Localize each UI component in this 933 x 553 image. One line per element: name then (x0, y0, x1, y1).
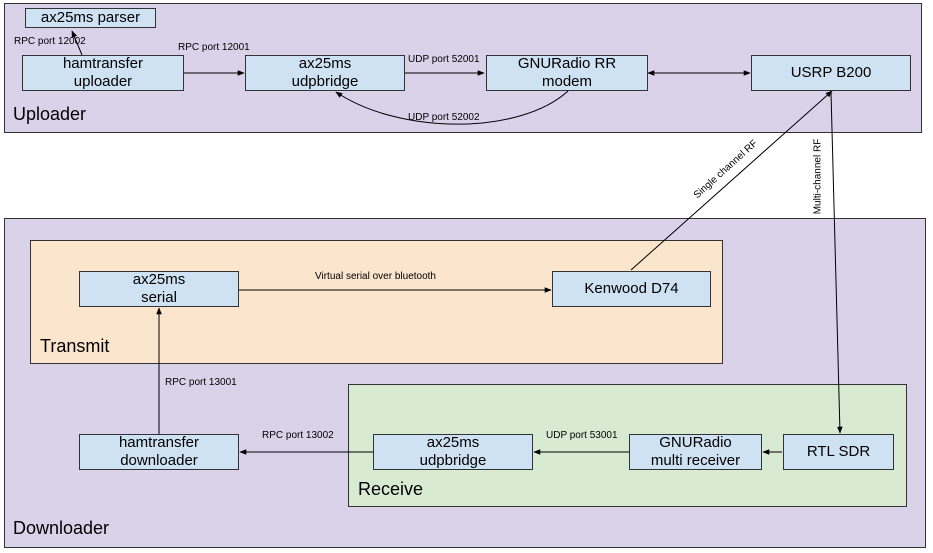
node-line: udpbridge (419, 452, 487, 469)
node-line: downloader (120, 452, 198, 469)
uploader-label: Uploader (13, 104, 87, 124)
edge-usrp-to-rtlsdr (830, 91, 843, 434)
edge-kenwood-to-usrp (630, 90, 833, 271)
udp-52001-label: UDP port 52001 (408, 54, 480, 65)
node-line: GNURadio RR (517, 55, 617, 72)
node-line: modem (541, 73, 593, 90)
downloader-label: Downloader (13, 518, 110, 538)
ax25ms-parser-text: ax25ms parser (40, 9, 141, 26)
usrp-b200-text: USRP B200 (790, 64, 872, 81)
hamtransfer-downloader-node: hamtransfer downloader (79, 434, 239, 470)
rtl-sdr-node: RTL SDR (783, 434, 894, 470)
ax25ms-udpbridge-down-node: ax25ms udpbridge (373, 434, 533, 470)
virtual-serial-label: Virtual serial over bluetooth (315, 271, 436, 282)
rpc-13002-label: RPC port 13002 (262, 430, 334, 441)
node-line: uploader (73, 73, 133, 90)
gnuradio-multi-receiver-node: GNURadio multi receiver (629, 434, 762, 470)
transmit-label: Transmit (40, 336, 110, 356)
rpc-12002-label: RPC port 12002 (14, 36, 86, 47)
udp-53001-label: UDP port 53001 (546, 430, 618, 441)
gnuradio-rr-modem-node: GNURadio RR modem (486, 55, 648, 91)
node-line: hamtransfer (118, 434, 200, 451)
kenwood-d74-node: Kenwood D74 (552, 271, 711, 307)
node-line: GNURadio (659, 434, 732, 451)
node-line: ax25ms (426, 434, 480, 451)
node-line: ax25ms (298, 55, 352, 72)
node-line: multi receiver (650, 452, 741, 469)
udp-52002-label: UDP port 52002 (408, 112, 480, 123)
usrp-b200-node: USRP B200 (751, 55, 911, 91)
rpc-12001-label: RPC port 12001 (178, 42, 250, 53)
multi-channel-rf-label: Multi-channel RF (812, 138, 824, 215)
edge-modem-to-udpbridge (335, 90, 569, 125)
node-line: ax25ms (132, 271, 186, 288)
edge-uploader-to-parser (71, 30, 83, 56)
receive-label: Receive (358, 479, 424, 499)
rpc-13001-label: RPC port 13001 (165, 377, 237, 388)
kenwood-d74-text: Kenwood D74 (584, 280, 679, 297)
node-line: hamtransfer (62, 55, 144, 72)
node-line: udpbridge (291, 73, 359, 90)
ax25ms-serial-node: ax25ms serial (79, 271, 239, 307)
rtl-sdr-text: RTL SDR (806, 443, 871, 460)
hamtransfer-uploader-node: hamtransfer uploader (22, 55, 184, 91)
ax25ms-parser-node: ax25ms parser (25, 8, 156, 28)
ax25ms-udpbridge-up-node: ax25ms udpbridge (245, 55, 405, 91)
node-line: serial (141, 289, 177, 306)
